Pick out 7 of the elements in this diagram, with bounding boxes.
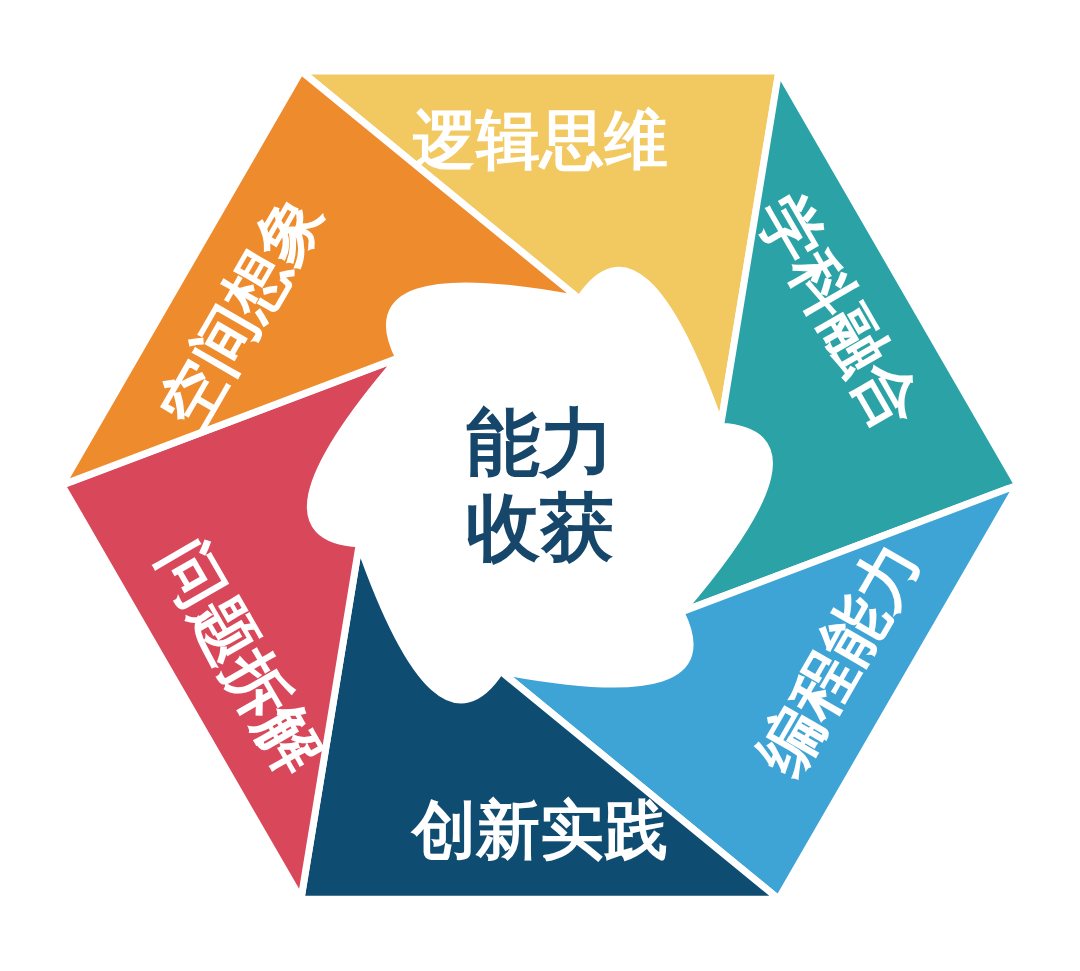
segment-label: 逻辑思维 [412,108,668,172]
segment-label: 问题拆解 [149,530,333,785]
center-label: 能力收获 [465,399,615,571]
segment-label: 编程能力 [747,530,931,785]
segment-label: 创新实践 [412,798,668,862]
segment-label: 学科融合 [747,185,931,440]
segment-label: 空间想象 [149,185,333,440]
